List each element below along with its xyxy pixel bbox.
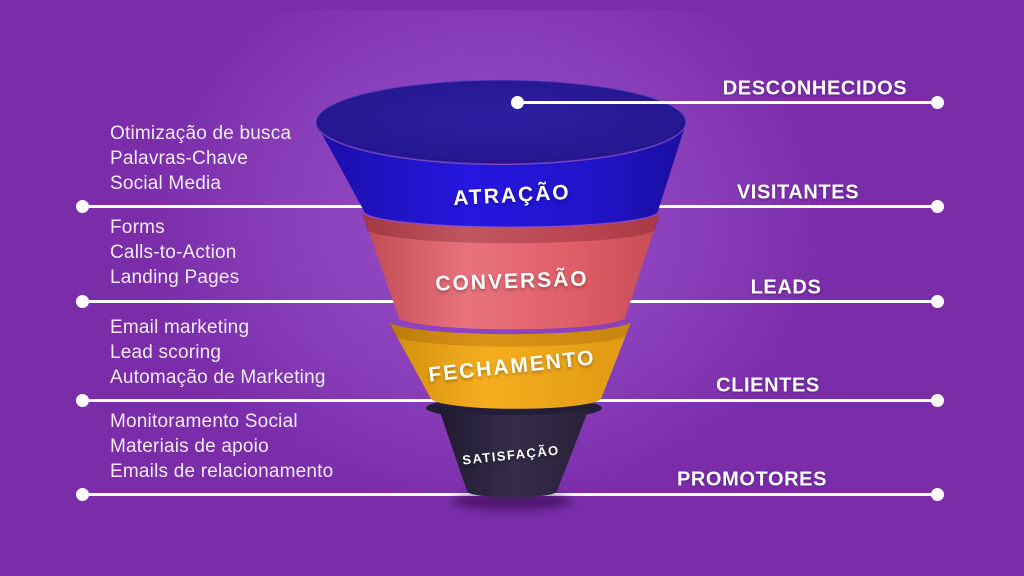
funnel-stage-atracao-shape <box>316 123 686 227</box>
tactic-item: Automação de Marketing <box>110 367 326 388</box>
audience-label-visitantes: VISITANTES <box>736 181 860 204</box>
audience-label-clientes: CLIENTES <box>716 374 820 397</box>
tactic-item: Social Media <box>110 173 222 194</box>
tactic-item: Calls-to-Action <box>110 242 237 263</box>
tactic-item: Email marketing <box>110 317 250 338</box>
audience-label-desconhecidos: DESCONHECIDOS <box>722 77 908 100</box>
line-endpoint-dot <box>76 394 89 407</box>
funnel-stage-conversao-top-shadow <box>362 212 660 244</box>
funnel-stage-label-fechamento: FECHAMENTO <box>427 346 597 387</box>
line-endpoint-dot <box>76 488 89 501</box>
tactic-item: Emails de relacionamento <box>110 461 334 482</box>
tactics-group-conversao: Forms Calls-to-Action Landing Pages <box>110 215 239 290</box>
audience-label-promotores: PROMOTORES <box>676 468 828 491</box>
tactics-group-atracao: Otimização de busca Palavras-Chave Socia… <box>110 121 291 196</box>
funnel-stage-atracao-top-face <box>315 79 687 165</box>
tactic-item: Otimização de busca <box>110 123 292 144</box>
tactic-item: Landing Pages <box>110 267 240 288</box>
connector-line-desconhecidos <box>511 96 944 109</box>
tactic-item: Forms <box>110 217 165 238</box>
tactics-group-satisfacao: Monitoramento Social Materiais de apoio … <box>110 409 333 484</box>
line-endpoint-dot <box>76 295 89 308</box>
connector-line-clientes <box>76 394 944 407</box>
tactic-item: Palavras-Chave <box>110 148 248 169</box>
tactic-item: Monitoramento Social <box>110 411 298 432</box>
connector-line-promotores <box>76 488 944 501</box>
line-endpoint-dot <box>76 200 89 213</box>
line-endpoint-dot <box>511 96 524 109</box>
line-endpoint-dot <box>931 200 944 213</box>
funnel-stage-label-satisfacao: SATISFAÇÃO <box>461 442 561 468</box>
line-endpoint-dot <box>931 96 944 109</box>
funnel-stage-label-conversao: CONVERSÃO <box>434 267 590 296</box>
tactic-item: Materiais de apoio <box>110 436 269 457</box>
audience-label-leads: LEADS <box>750 276 822 299</box>
tactic-item: Lead scoring <box>110 342 222 363</box>
line-endpoint-dot <box>931 488 944 501</box>
tactics-group-fechamento: Email marketing Lead scoring Automação d… <box>110 315 326 390</box>
line-endpoint-dot <box>931 295 944 308</box>
connector-line-leads <box>76 295 944 308</box>
funnel-stage-fechamento-top-shadow <box>389 322 631 347</box>
line-endpoint-dot <box>931 394 944 407</box>
